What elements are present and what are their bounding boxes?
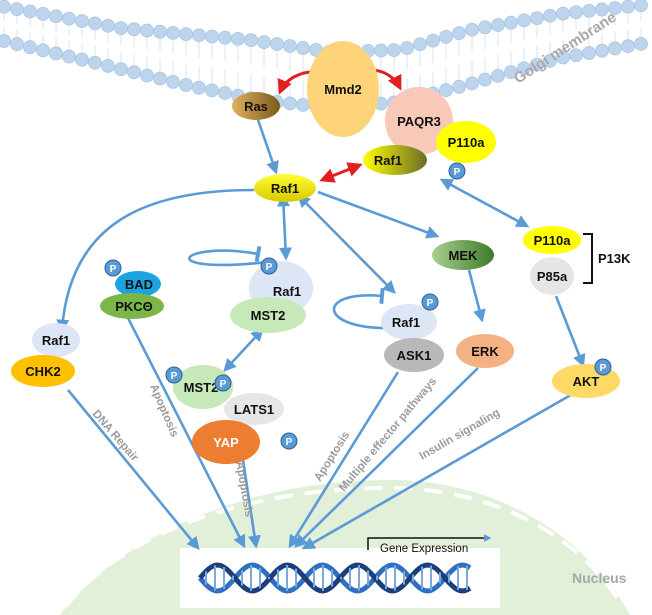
- node-label: P110a: [534, 233, 572, 248]
- p13k-bracket: [583, 233, 593, 284]
- node-label: MST2: [184, 380, 219, 395]
- pathway-label-dna-repair: DNA Repair: [90, 408, 141, 464]
- node-mst2-a: MST2: [230, 297, 306, 333]
- node-raf1-ask1: Raf1: [381, 304, 437, 340]
- node-label: Raf1: [374, 153, 402, 168]
- phospho-label: P: [454, 167, 461, 178]
- node-mek: MEK: [432, 240, 494, 270]
- pathway-label-multiple-effector: Multiple effector pathways: [337, 376, 439, 494]
- node-raf1-golgi: Raf1: [363, 145, 427, 175]
- phospho-marker: P: [594, 358, 612, 376]
- node-raf1-left: Raf1: [32, 323, 80, 357]
- node-yap: YAP: [192, 420, 260, 464]
- node-mmd2: Mmd2: [307, 41, 379, 137]
- phospho-markers: P P P P P P P P: [104, 162, 612, 450]
- node-label: P110a: [448, 135, 486, 150]
- gene-expression-arrow: [367, 534, 492, 550]
- node-label: Raf1: [271, 181, 299, 196]
- node-bad: BAD: [115, 271, 161, 297]
- phospho-label: P: [220, 379, 227, 390]
- node-p110a-top: P110a: [436, 121, 496, 163]
- node-label: P85a: [537, 269, 568, 284]
- dna-helix-icon: [198, 562, 472, 594]
- phospho-label: P: [171, 371, 178, 382]
- phospho-marker: P: [280, 432, 298, 450]
- node-label: Raf1: [392, 315, 420, 330]
- node-label: Raf1: [273, 284, 301, 299]
- node-label: PAQR3: [397, 114, 441, 129]
- node-chk2: CHK2: [11, 355, 75, 387]
- node-p85a: P85a: [530, 257, 574, 295]
- node-ras: Ras: [232, 92, 280, 120]
- node-p110a-p13k: P110a: [523, 226, 581, 254]
- node-label: MST2: [251, 308, 286, 323]
- node-label: PKCΘ: [115, 299, 153, 314]
- nucleus-label: Nucleus: [572, 570, 627, 586]
- phospho-label: P: [286, 437, 293, 448]
- phospho-marker: P: [421, 293, 439, 311]
- node-label: YAP: [213, 435, 239, 450]
- phospho-marker: P: [165, 366, 183, 384]
- phospho-marker: P: [214, 374, 232, 392]
- phospho-marker: P: [260, 257, 278, 275]
- gene-expression-label: Gene Expression: [380, 543, 468, 555]
- pathway-arrows: [56, 113, 586, 551]
- node-erk: ERK: [456, 334, 514, 368]
- phospho-marker: P: [104, 259, 122, 277]
- phospho-label: P: [266, 262, 273, 273]
- node-label: ASK1: [397, 348, 432, 363]
- phospho-label: P: [110, 264, 117, 275]
- phospho-label: P: [600, 363, 607, 374]
- p13k-label: P13K: [598, 251, 631, 266]
- node-label: BAD: [125, 277, 153, 292]
- node-label: MEK: [449, 248, 479, 263]
- phospho-marker: P: [448, 162, 466, 180]
- node-raf1-main: Raf1: [254, 174, 316, 202]
- node-label: Raf1: [42, 333, 70, 348]
- node-lats1: LATS1: [224, 393, 284, 425]
- node-mst2-b: MST2: [173, 365, 233, 409]
- node-pkc: PKCΘ: [100, 293, 164, 319]
- node-paqr3: PAQR3: [385, 87, 453, 155]
- node-label: Ras: [244, 99, 268, 114]
- node-label: ERK: [471, 344, 499, 359]
- node-label: Mmd2: [324, 82, 362, 97]
- node-label: AKT: [573, 374, 600, 389]
- node-label: LATS1: [234, 402, 274, 417]
- node-ask1: ASK1: [384, 338, 444, 372]
- node-label: CHK2: [25, 364, 60, 379]
- phospho-label: P: [427, 298, 434, 309]
